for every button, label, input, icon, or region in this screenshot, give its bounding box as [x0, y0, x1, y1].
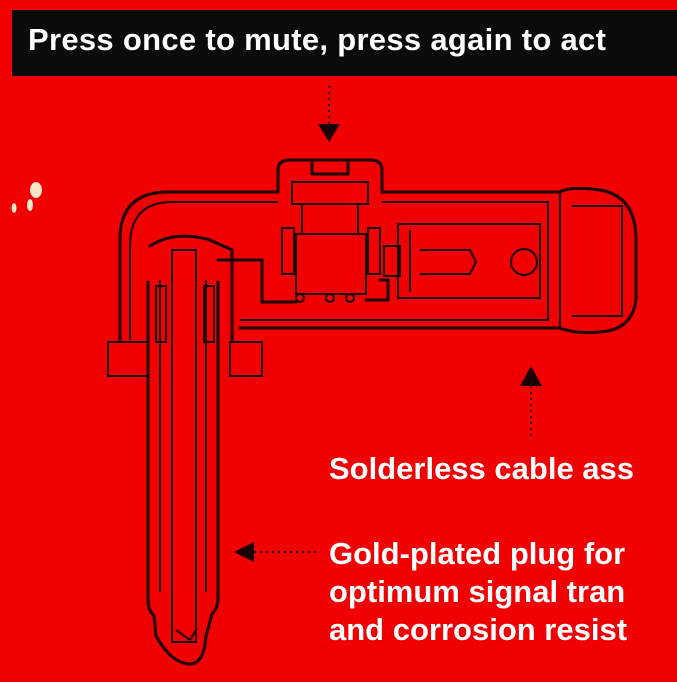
cable-callout: Solderless cable ass [329, 451, 635, 486]
top-pointer-arrow [318, 86, 340, 142]
plug-callout-line-1: Gold-plated plug for [329, 536, 626, 571]
smudge-marks [11, 182, 42, 213]
plug-callout: Gold-plated plug for optimum signal tran… [329, 535, 627, 649]
plug-callout-line-3: and corrosion resist [329, 612, 628, 647]
plug-callout-line-2: optimum signal tran [329, 574, 626, 609]
plug-pointer-arrow [234, 542, 320, 562]
gold-plated-plug [107, 234, 263, 666]
connector-housing [118, 186, 638, 342]
mute-switch-cap [276, 158, 384, 303]
banner-text: Press once to mute, press again to act [28, 22, 607, 57]
instruction-banner [12, 10, 677, 76]
cable-pointer-arrow [520, 366, 542, 440]
